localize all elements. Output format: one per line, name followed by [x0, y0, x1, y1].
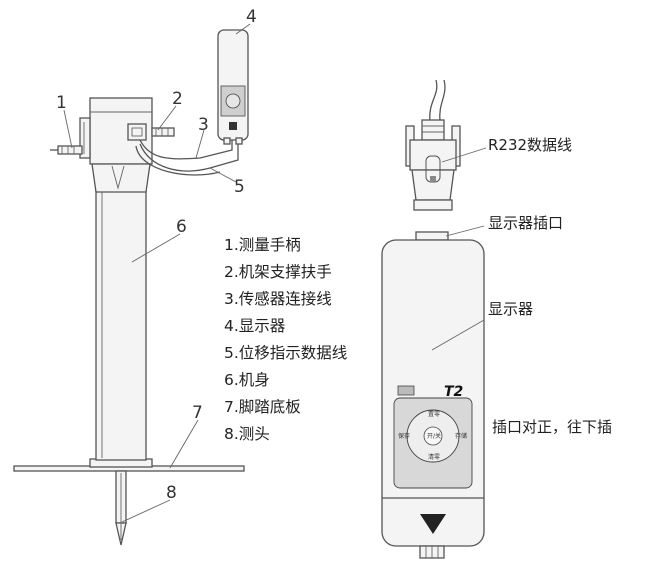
callout-2: 2 — [172, 89, 183, 109]
label-r232-cable: R232数据线 — [488, 136, 572, 154]
legend-item-8: 8.测头 — [224, 425, 270, 443]
legend: 1.测量手柄 2.机架支撑扶手 3.传感器连接线 4.显示器 5.位移指示数据线… — [224, 236, 347, 443]
callout-5: 5 — [234, 177, 245, 197]
callout-3: 3 — [198, 115, 209, 135]
callout-leaders — [63, 23, 251, 523]
label-display-port: 显示器插口 — [488, 214, 563, 232]
legend-item-5: 5.位移指示数据线 — [224, 344, 347, 362]
key-bottom: 清零 — [428, 453, 440, 461]
display-connector-assembly: T2 置零 开/关 保存 存储 清零 R232数据线 显示器插口 显示器 插口对 — [381, 79, 612, 559]
mini-display — [217, 29, 249, 145]
callout-7: 7 — [192, 403, 203, 423]
r232-connector — [405, 119, 461, 211]
legend-item-3: 3.传感器连接线 — [224, 290, 332, 308]
machine-body — [95, 189, 147, 461]
device-logo: T2 — [444, 384, 463, 400]
key-left: 保存 — [398, 432, 410, 440]
legend-item-4: 4.显示器 — [224, 317, 286, 335]
cables — [135, 138, 239, 176]
legend-item-7: 7.脚踏底板 — [224, 398, 301, 416]
key-center: 开/关 — [427, 432, 441, 440]
insert-arrow-icon — [420, 514, 446, 534]
status-led — [397, 385, 415, 396]
probe — [115, 470, 127, 546]
label-display: 显示器 — [488, 300, 533, 318]
support-handle — [127, 123, 175, 141]
callout-1: 1 — [56, 93, 67, 113]
penetrometer-apparatus: 1 2 3 4 5 6 7 8 — [13, 7, 257, 546]
measuring-handle — [50, 117, 91, 159]
legend-item-1: 1.测量手柄 — [224, 236, 301, 254]
key-right: 存储 — [455, 432, 467, 440]
key-top: 置零 — [428, 411, 440, 418]
display-unit: T2 置零 开/关 保存 存储 清零 — [381, 231, 485, 559]
legend-item-2: 2.机架支撑扶手 — [224, 263, 332, 281]
callout-8: 8 — [166, 483, 177, 503]
label-instruction: 插口对正，往下插 — [492, 418, 612, 436]
legend-item-6: 6.机身 — [224, 371, 270, 389]
callout-6: 6 — [176, 217, 187, 237]
callout-4: 4 — [246, 7, 257, 27]
